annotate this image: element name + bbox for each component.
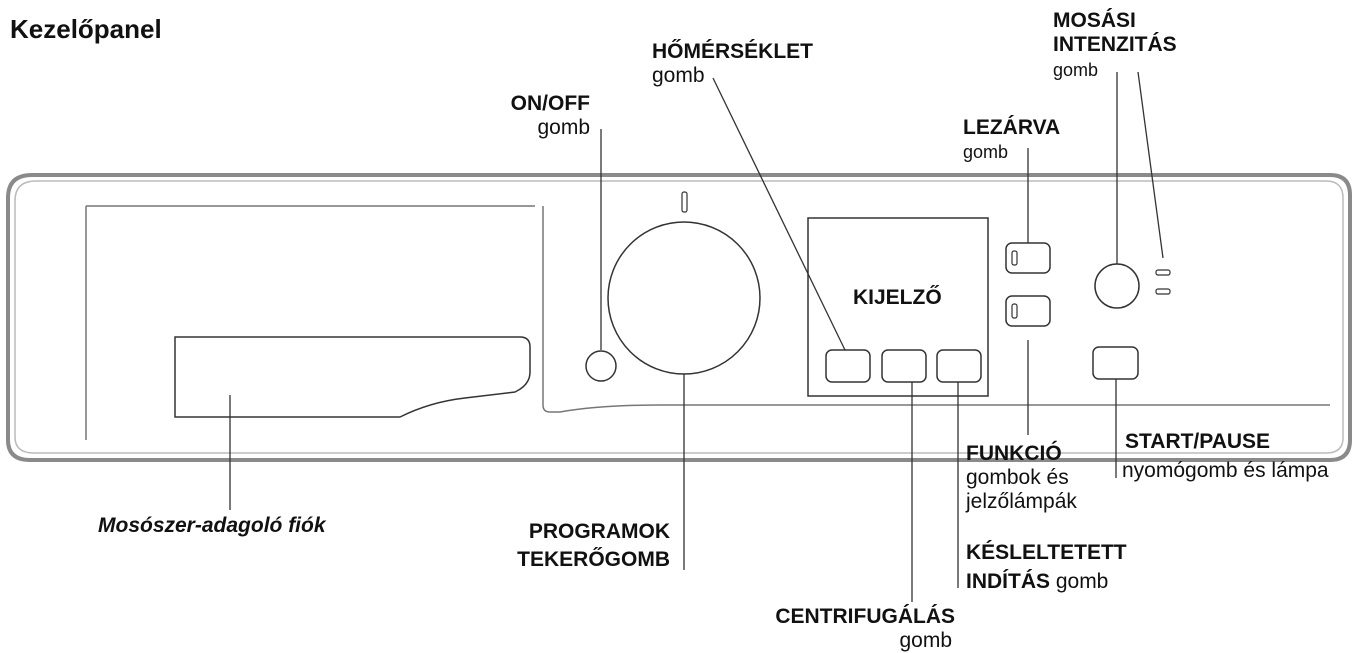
label-lock: LEZÁRVA (963, 116, 1061, 139)
spin-button (881, 349, 927, 383)
program-knob (607, 221, 761, 375)
label-wash-intensity-1: MOSÁSI (1053, 9, 1136, 32)
label-delay-start-sub: gomb (1050, 570, 1109, 593)
label-delay-start-2: INDÍTÁS gomb (966, 570, 1108, 594)
label-delay-start-2-bold: INDÍTÁS (966, 570, 1050, 593)
panel-outline-inner (14, 180, 1344, 454)
program-knob-marker (681, 191, 688, 213)
label-detergent-drawer: Mosószer-adagoló fiók (98, 514, 326, 537)
label-lock-sub: gomb (963, 142, 1009, 162)
label-spin: CENTRIFUGÁLÁS (775, 605, 955, 628)
label-spin-sub: gomb (899, 629, 952, 652)
start-pause-button (1092, 346, 1139, 380)
label-function: FUNKCIÓ (966, 442, 1062, 465)
label-on-off-sub: gomb (537, 116, 590, 139)
label-wash-intensity-2: INTENZITÁS (1053, 33, 1177, 56)
label-program-knob-2: TEKERŐGOMB (517, 548, 670, 571)
function-button-2 (1005, 295, 1051, 327)
display-label: KIJELZŐ (853, 286, 942, 309)
label-temperature: HŐMÉRSÉKLET (652, 40, 814, 63)
label-start-pause-sub: nyomógomb és lámpa (1122, 459, 1329, 482)
wash-intensity-led-1 (1155, 269, 1171, 276)
label-delay-start-1: KÉSLELTETETT (966, 541, 1127, 564)
function-led-1 (1011, 250, 1018, 266)
drawer-right-edge (542, 206, 1330, 413)
function-led-2 (1011, 303, 1018, 319)
wash-intensity-knob (1094, 263, 1140, 309)
page-title: Kezelőpanel (10, 14, 162, 44)
temperature-button (825, 349, 871, 383)
leader-wash-intensity-leds (1137, 71, 1164, 259)
label-temperature-sub: gomb (652, 64, 705, 87)
label-program-knob-1: PROGRAMOK (528, 520, 670, 543)
panel-outline-outer (6, 173, 1352, 462)
label-wash-intensity-sub: gomb (1053, 60, 1099, 80)
leader-lines (229, 71, 1164, 602)
leader-temperature (712, 77, 846, 351)
delay-start-button (936, 349, 982, 383)
on-off-button (585, 350, 617, 382)
label-function-sub-2: jelzőlámpák (966, 490, 1077, 513)
label-on-off: ON/OFF (510, 92, 590, 115)
label-function-sub-1: gombok és (966, 466, 1069, 489)
wash-intensity-led-2 (1155, 288, 1171, 295)
label-start-pause: START/PAUSE (1125, 430, 1271, 453)
detergent-drawer (174, 336, 531, 418)
